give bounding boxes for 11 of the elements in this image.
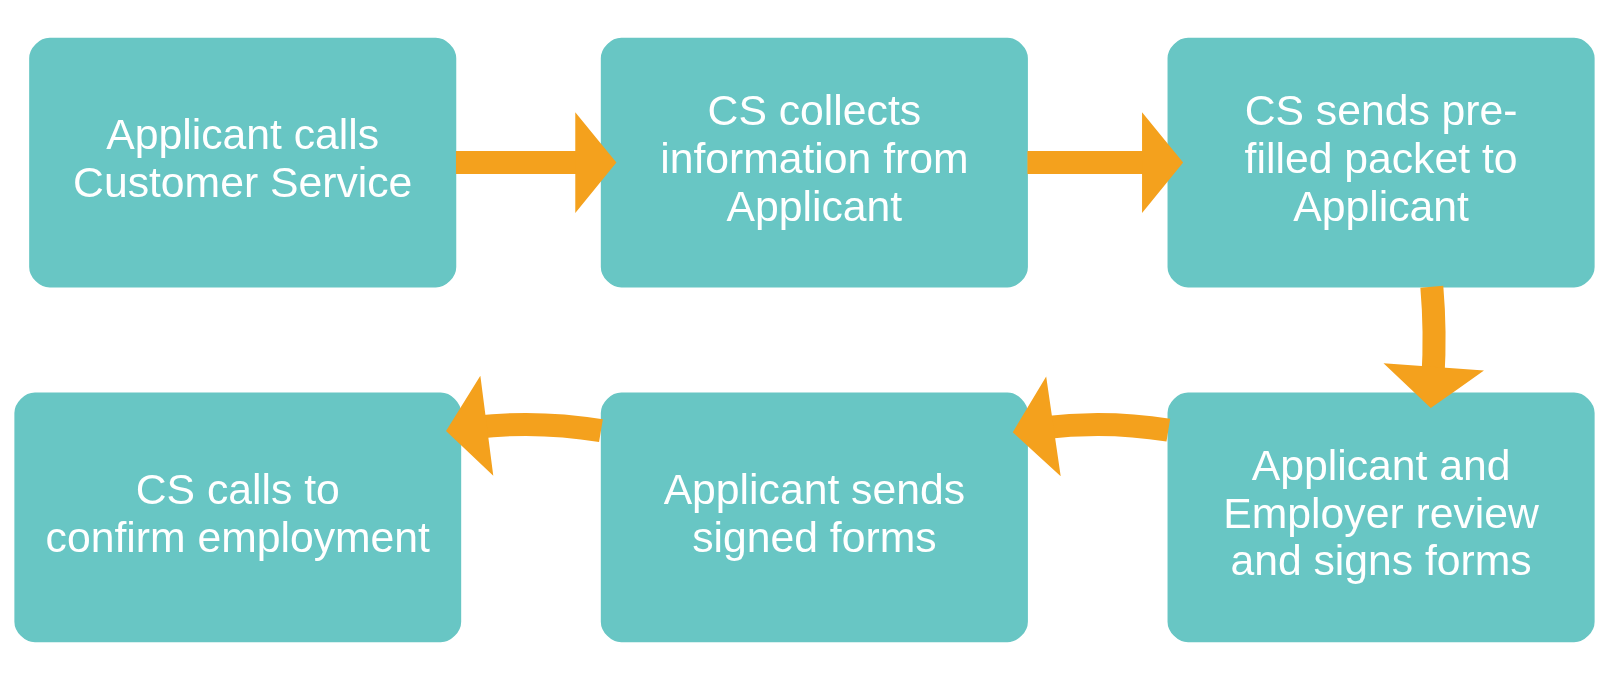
arrow: [1012, 375, 1171, 476]
node-box: CS collects information from Applicant: [600, 37, 1028, 287]
node-box: Applicant and Employer review and signs forms: [1167, 392, 1595, 642]
node-box: Applicant sends signed forms: [600, 392, 1028, 642]
arrow: [1027, 111, 1184, 213]
arrow: [455, 111, 617, 213]
node-box: CS sends pre-filled packet to Applicant: [1167, 37, 1595, 287]
node-box: CS calls to confirm employment: [14, 392, 462, 642]
arrow: [1383, 285, 1484, 408]
node-box: Applicant calls Customer Service: [29, 37, 457, 287]
arrow: [446, 375, 603, 476]
